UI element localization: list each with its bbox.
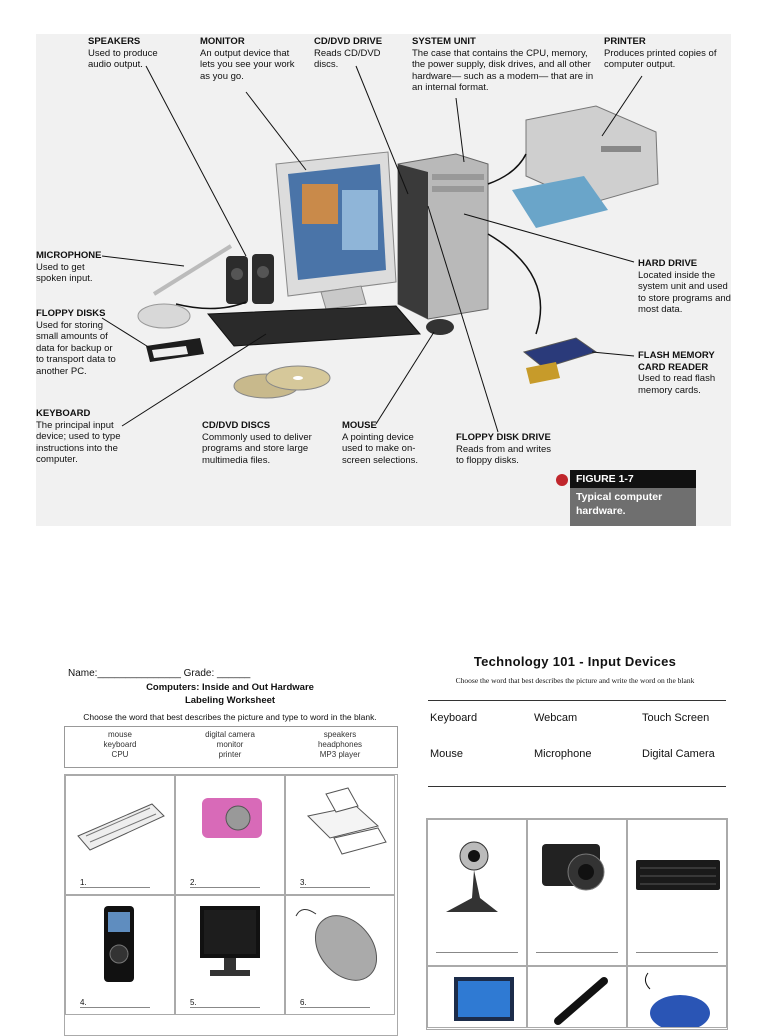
system-unit-illustration xyxy=(397,153,489,320)
picture-cell-mp3-player: 4. xyxy=(65,895,175,1015)
input-devices-worksheet: Technology 101 - Input Devices Choose th… xyxy=(420,650,730,1031)
answer-blank[interactable]: 3. xyxy=(300,878,370,888)
keyboard-icon xyxy=(636,860,720,890)
picture-cell-mouse: 6. xyxy=(285,895,395,1015)
worksheet-instruction: Choose the word that best describes the … xyxy=(83,712,377,722)
figure-number: FIGURE 1-7 xyxy=(570,470,696,488)
word-bank-item: digital camera xyxy=(205,730,255,739)
word-bank-item: speakers xyxy=(323,730,357,739)
figure-caption-text: Typical computer hardware. xyxy=(576,491,663,517)
picture-grid xyxy=(426,818,728,1031)
answer-blank[interactable]: 4. xyxy=(80,998,150,1008)
printer-icon xyxy=(306,787,387,855)
answer-blank[interactable]: 1. xyxy=(80,878,150,888)
printer-illustration xyxy=(512,105,659,228)
camera-icon xyxy=(202,798,262,838)
mouse-icon xyxy=(295,909,378,981)
worksheet-title: Technology 101 - Input Devices xyxy=(473,654,677,669)
divider xyxy=(428,700,726,701)
name-grade-line: Name:_______________ Grade: ______ xyxy=(68,668,251,679)
word-webcam: Webcam xyxy=(534,712,578,724)
word-mouse: Mouse xyxy=(430,748,464,760)
answer-blank[interactable] xyxy=(436,952,518,953)
monitor-illustration xyxy=(275,151,397,310)
picture-cell-microphone xyxy=(527,966,627,1028)
mp3-player-icon xyxy=(104,906,134,982)
answer-blank[interactable]: 6. xyxy=(300,998,370,1008)
answer-blank[interactable]: 2. xyxy=(190,878,260,888)
caption-arrow-icon xyxy=(556,474,568,486)
word-bank-item: headphones xyxy=(317,740,363,749)
word-keyboard: Keyboard xyxy=(430,712,478,724)
microphone-icon xyxy=(554,977,608,1025)
worksheet-title: Computers: Inside and Out Hardware xyxy=(146,682,314,693)
monitor-icon xyxy=(200,906,260,976)
labeling-worksheet: Name:_______________ Grade: ______ Compu… xyxy=(64,668,398,1036)
word-bank-item: MP3 player xyxy=(319,750,361,759)
figure-caption: FIGURE 1-7 Typical computer hardware. xyxy=(570,470,696,526)
answer-blank[interactable]: 5. xyxy=(190,998,260,1008)
word-bank-column: mouse keyboard CPU xyxy=(65,730,175,760)
word-bank: mouse keyboard CPU digital camera monito… xyxy=(64,726,398,768)
picture-cell-touch-screen xyxy=(427,966,527,1028)
picture-cell-printer: 3. xyxy=(285,775,395,895)
word-bank-item: printer xyxy=(218,750,242,759)
picture-cell-digital-camera xyxy=(527,819,627,966)
word-microphone: Microphone xyxy=(534,748,592,760)
answer-blank[interactable] xyxy=(536,952,618,953)
word-bank-item: keyboard xyxy=(103,740,137,749)
picture-grid: 1. 2. 3. 4. 5. 6. xyxy=(64,774,398,1036)
word-bank-column: speakers headphones MP3 player xyxy=(285,730,395,760)
word-bank-item: CPU xyxy=(111,750,129,759)
hardware-illustration xyxy=(101,65,659,433)
word-digital-camera: Digital Camera xyxy=(642,748,715,760)
divider xyxy=(428,786,726,787)
webcam-icon xyxy=(446,841,498,912)
touch-screen-icon xyxy=(454,977,514,1021)
keyboard-icon xyxy=(77,803,165,851)
picture-cell-keyboard: 1. xyxy=(65,775,175,895)
answer-blank[interactable] xyxy=(636,952,718,953)
word-bank-item: mouse xyxy=(107,730,132,739)
word-touch-screen: Touch Screen xyxy=(642,712,710,724)
picture-cell-monitor: 5. xyxy=(175,895,285,1015)
picture-cell-keyboard xyxy=(627,819,727,966)
word-bank-item: monitor xyxy=(216,740,244,749)
digital-camera-icon xyxy=(542,844,605,891)
picture-cell-mouse xyxy=(627,966,727,1031)
picture-cell-camera: 2. xyxy=(175,775,285,895)
picture-cell-webcam xyxy=(427,819,527,966)
mouse-icon xyxy=(644,972,710,1031)
worksheet-subtitle: Labeling Worksheet xyxy=(184,695,276,706)
word-bank-column: digital camera monitor printer xyxy=(175,730,285,760)
worksheet-instruction: Choose the word that best describes the … xyxy=(455,676,695,685)
